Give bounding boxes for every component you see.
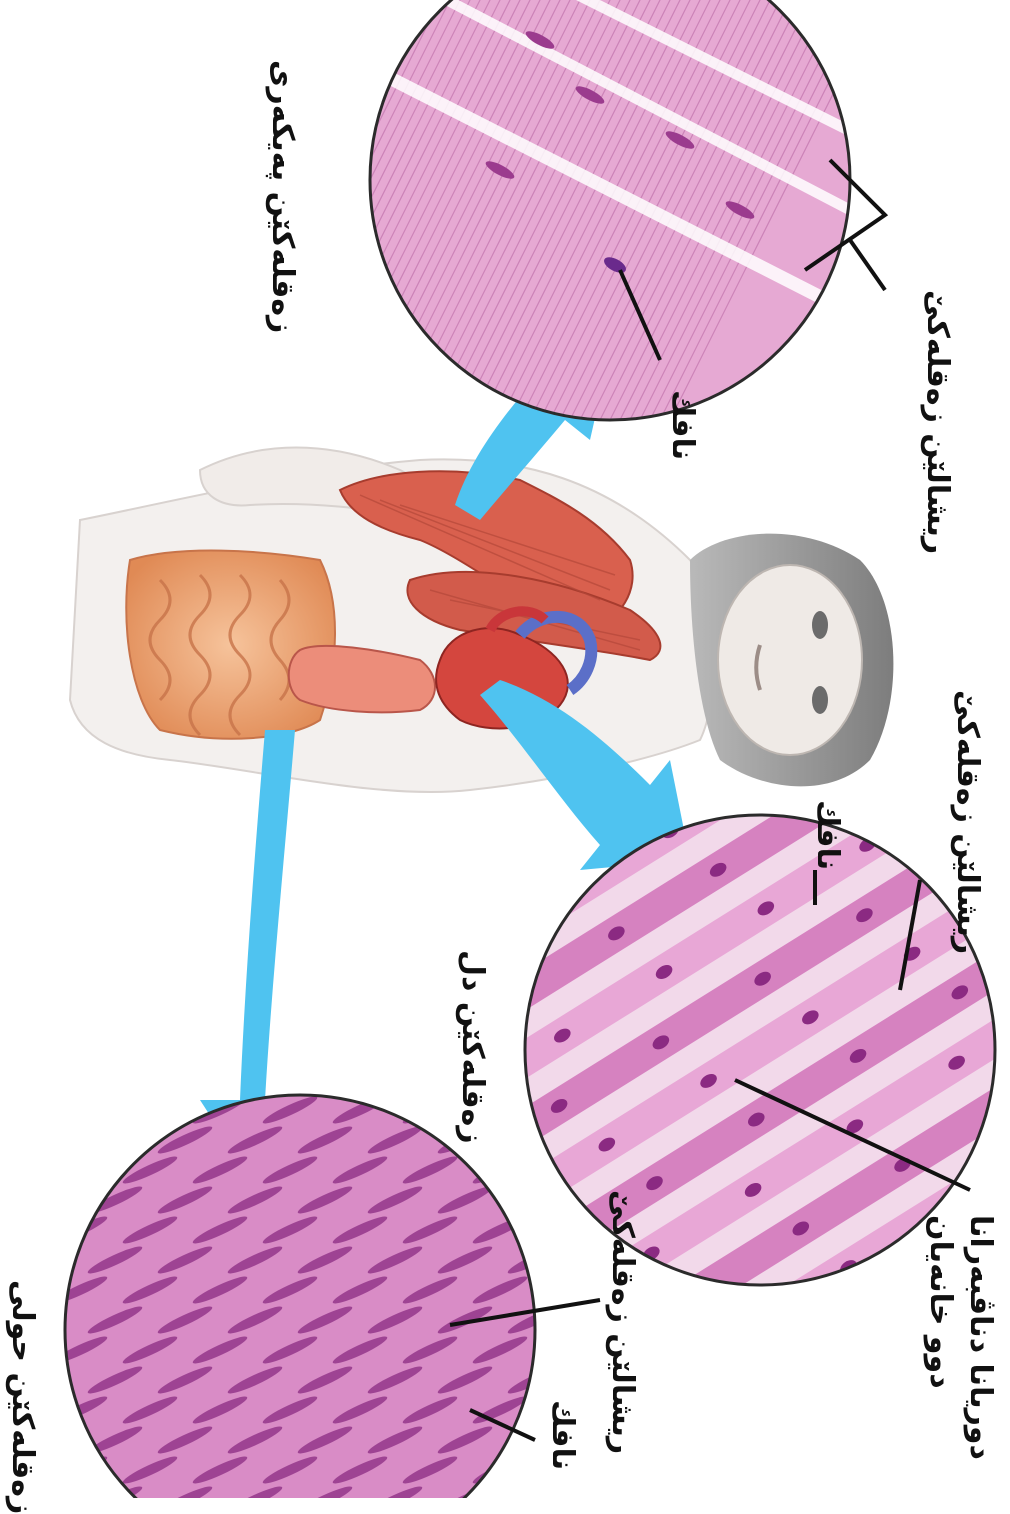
label-smooth-title: زەقلەکێن حولی xyxy=(5,1280,40,1514)
smooth-muscle-micrograph xyxy=(51,1093,600,1498)
label-intercalated-disc-line1: دوریانا دناڤبەرانا xyxy=(960,1215,1001,1460)
eye-left xyxy=(812,611,828,639)
label-cardiac-nucleus: نافك xyxy=(810,800,845,870)
label-intercalated-disc-line2: دوو خانەیان xyxy=(920,1215,961,1389)
eye-right xyxy=(812,686,828,714)
label-skeletal-fiber: ریشالێن زەقلەکێ xyxy=(920,290,955,554)
label-skeletal-nucleus: نافك xyxy=(665,390,700,460)
label-smooth-fiber: ریشالێن زەقلەکێ xyxy=(605,1190,640,1454)
label-cardiac-fiber: ریشالێن زەقلەکێ xyxy=(950,690,985,954)
face xyxy=(718,565,862,755)
skeletal-muscle-micrograph xyxy=(0,0,920,520)
label-cardiac-title: زەقلەکێن دل xyxy=(455,950,490,1144)
label-smooth-nucleus: نافك xyxy=(545,1400,580,1470)
label-skeletal-title: زەقلەکێن پەیکەری xyxy=(265,60,300,333)
